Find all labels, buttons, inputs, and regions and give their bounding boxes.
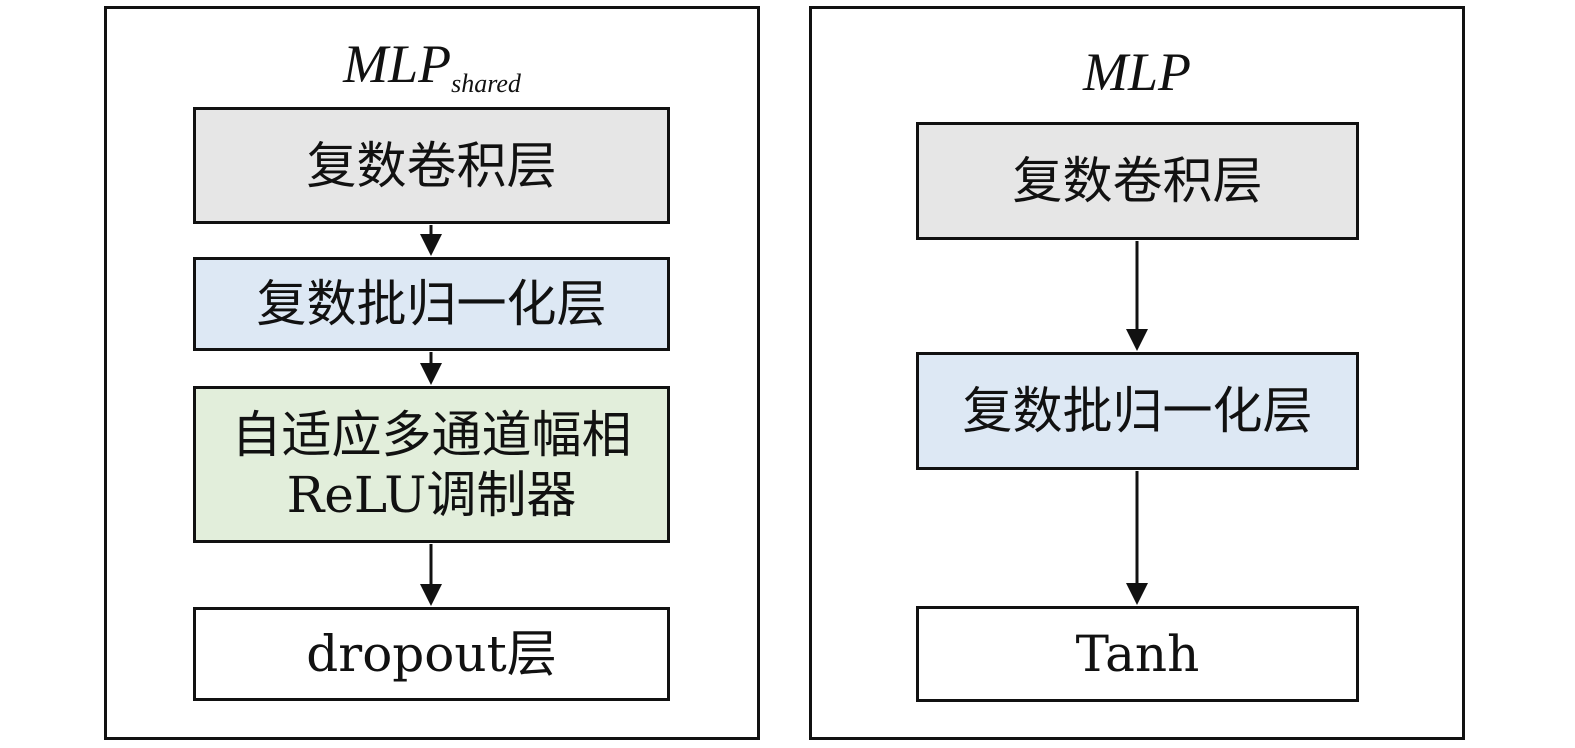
left-conv-label: 复数卷积层: [306, 136, 557, 195]
left-conv-block: 复数卷积层: [193, 107, 670, 224]
right-panel-title: MLP: [812, 45, 1462, 99]
left-panel-title-main: MLP: [343, 34, 452, 94]
left-dropout-label: dropout层: [306, 625, 557, 683]
right-bn-block: 复数批归一化层: [916, 352, 1359, 470]
right-bn-label: 复数批归一化层: [962, 382, 1313, 440]
right-conv-label: 复数卷积层: [1012, 152, 1263, 210]
left-panel-title-subscript: shared: [451, 69, 521, 98]
left-bn-label: 复数批归一化层: [256, 275, 607, 333]
left-arrow-bn-to-relu: [420, 352, 442, 385]
left-relu-block: 自适应多通道幅相 ReLU调制器: [193, 386, 670, 543]
right-tanh-label: Tanh: [1075, 625, 1200, 683]
right-panel-title-main: MLP: [1083, 42, 1191, 102]
left-relu-label-line1: 自适应多通道幅相: [231, 405, 632, 464]
left-dropout-block: dropout层: [193, 607, 670, 701]
right-conv-block: 复数卷积层: [916, 122, 1359, 240]
right-tanh-block: Tanh: [916, 606, 1359, 702]
left-panel-title: MLPshared: [107, 37, 757, 97]
right-arrow-conv-to-bn: [1126, 241, 1148, 351]
left-relu-label-line2: ReLU调制器: [286, 465, 577, 524]
right-arrow-bn-to-tanh: [1126, 471, 1148, 605]
left-arrow-conv-to-bn: [420, 225, 442, 256]
left-bn-block: 复数批归一化层: [193, 257, 670, 351]
left-arrow-relu-to-dropout: [420, 544, 442, 606]
